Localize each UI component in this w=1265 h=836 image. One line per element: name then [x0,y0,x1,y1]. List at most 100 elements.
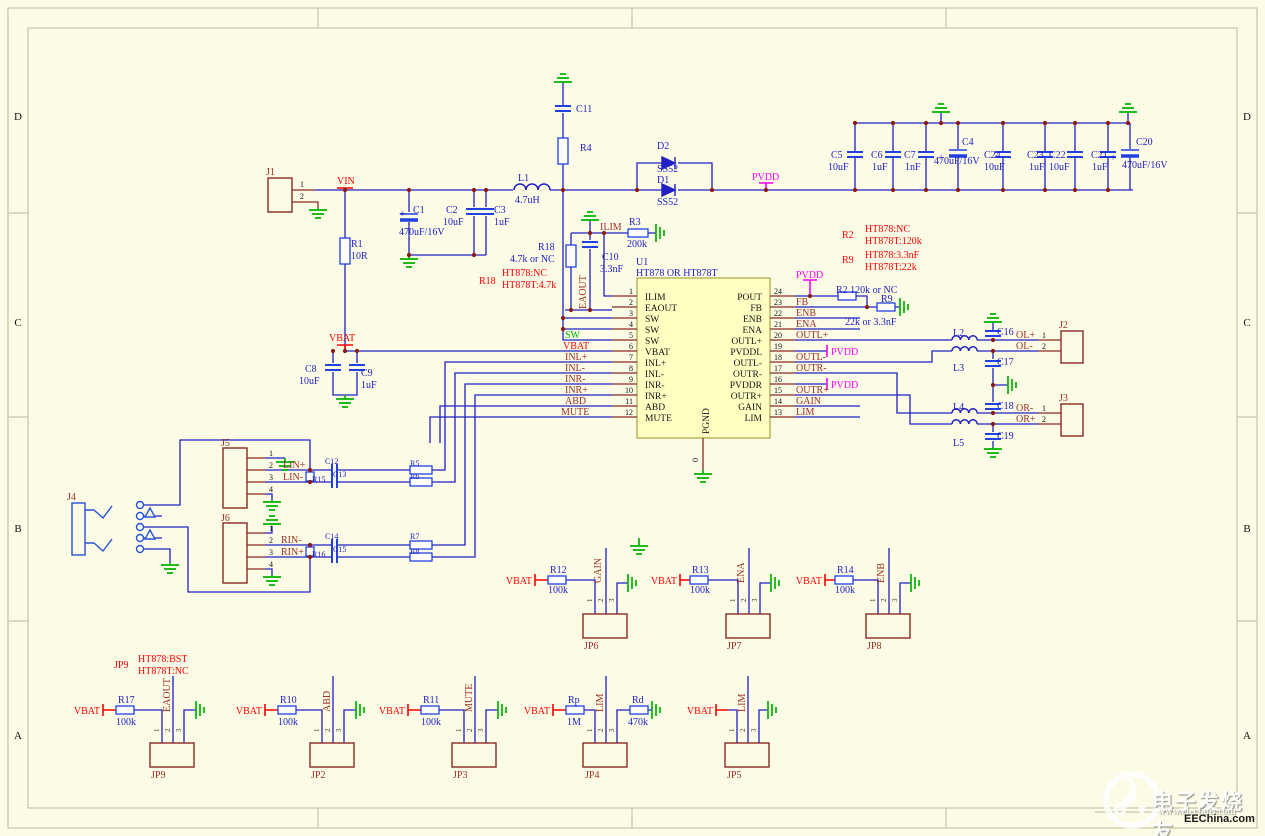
refdes-c12: C12 [325,457,338,466]
resistor-r11 [420,705,440,715]
pin-number: 23 [774,298,782,307]
net-lim: LIM [737,694,748,712]
pin-number: 10 [625,386,633,395]
pin-number: 14 [774,397,782,406]
electrolytic-bottom-plates [400,154,1139,222]
refdes-j6: J6 [221,513,230,524]
junction-dot [923,187,929,193]
pin-name-pgnd: PGND [702,408,712,434]
pin-number: 3 [608,728,616,732]
net-vbat: VBAT [329,333,355,344]
junction-dot [406,252,412,258]
note-jp9: JP9 [114,660,128,671]
refdes-r10: R10 [280,695,297,706]
connector-jp5 [724,742,770,768]
pin-number: 3 [269,473,273,482]
net-mute: MUTE [464,684,475,712]
inductor-l1 [513,183,551,191]
junction-dot [406,187,412,193]
refdes-c20: C20 [1136,137,1153,148]
value-l1: 4.7uH [515,195,540,206]
pin-number: 1 [455,728,463,732]
pin-name: PVDDR [730,381,763,391]
pin-number: 2 [597,728,605,732]
value-c6: 1uF [872,162,888,173]
pin-name: INL+ [645,359,666,369]
pvdd-flags [759,182,828,390]
junction-dot [634,187,640,193]
net-ol-plus: OL+ [1016,330,1035,341]
capacitors-layer [325,105,1139,563]
pin-number: 2 [324,728,332,732]
pin-number: 2 [466,728,474,732]
pin-number: 3 [891,598,899,602]
pin-name: SW [645,337,659,347]
note-r18-ht878t: HT878T:4.7k [502,280,556,291]
resistor-r12 [547,575,567,585]
junction-dot [307,554,313,560]
junction-dot [1125,120,1131,126]
refdes-j4: J4 [67,492,76,503]
net-inl-plus: INL+ [565,352,588,363]
pin-number: 2 [880,598,888,602]
value-c9: 1uF [361,380,377,391]
pin-number: 1 [269,524,273,533]
junction-dot [1042,187,1048,193]
value-c8: 10uF [299,376,320,387]
pin-number: 4 [269,485,273,494]
junction-dot [955,187,961,193]
capacitor-plates [325,105,1116,563]
refdes-c11: C11 [576,104,592,115]
pin-name: OUTR- [733,370,762,380]
refdes-c19: C19 [997,431,1014,442]
pin-name: ENA [742,326,762,336]
value-r9: 22k or 3.3nF [845,317,897,328]
junction-dot [890,120,896,126]
refdes-jp2: JP2 [311,770,325,781]
junction-dot [852,120,858,126]
junction-dot [568,307,574,313]
pin-name: MUTE [645,414,672,424]
refdes-jp4: JP4 [585,770,599,781]
pin-number: 2 [269,461,273,470]
net-vbat: VBAT [74,706,100,717]
refdes-c24: C24 [984,150,1001,161]
pin-number: 1 [153,728,161,732]
refdes-jp3: JP3 [453,770,467,781]
junction-dot [955,120,961,126]
refdes-j5: J5 [221,438,230,449]
refdes-l5: L5 [953,438,964,449]
connector-jp8 [865,613,911,639]
zone-letter: D [1243,111,1251,123]
net-enb: ENB [796,308,816,319]
pin-number: 1 [1042,331,1046,340]
refdes-c10: C10 [602,252,619,263]
value-r17: 100k [116,717,136,728]
refdes-c4: C4 [962,137,974,148]
diode-d2 [661,155,677,171]
net-outr-minus: OUTR- [796,363,827,374]
note-r18-ht878: HT878:NC [502,268,547,279]
refdes-r5: R5 [410,459,419,468]
resistor-r4 [557,137,569,165]
net-ena: ENA [736,562,747,583]
junction-dot [763,187,769,193]
net-outl-minus: OUTL- [796,352,826,363]
polarity-mark: + [399,208,405,220]
net-or-minus: OR- [1016,403,1033,414]
pin-name: INR+ [645,392,667,402]
pin-number: 4 [629,320,633,329]
note-jp9-ht878t: HT878T:NC [138,666,189,677]
value-c21: 1uF [1092,162,1108,173]
zone-letter: D [14,111,22,123]
junction-dot [709,187,715,193]
junction-dot [483,187,489,193]
junction-dot [1000,120,1006,126]
resistor-rd [629,705,649,715]
pin-number: 1 [629,287,633,296]
junction-dot [471,187,477,193]
polarity-mark: + [938,152,944,164]
value-c5: 10uF [828,162,849,173]
value-c1: 470uF/16V [399,227,445,238]
